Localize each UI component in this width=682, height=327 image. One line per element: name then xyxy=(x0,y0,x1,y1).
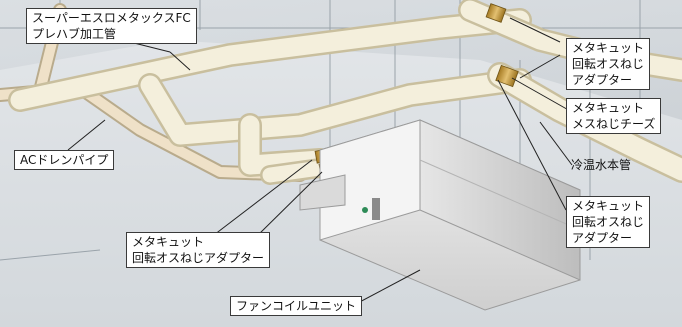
label-adapter-top-line1: メタキュット xyxy=(572,41,645,55)
label-fan-coil-line1: ファンコイルユニット xyxy=(236,299,357,313)
label-adapter-bottom-line2: 回転オスねじアダプター xyxy=(132,251,265,265)
label-adapter-right-line3: アダプター xyxy=(572,231,633,245)
label-tee: メタキュット メスねじチーズ xyxy=(566,98,662,134)
label-main-pipe: 冷温水本管 xyxy=(566,156,636,174)
label-adapter-bottom-line1: メタキュット xyxy=(132,235,205,249)
label-fan-coil: ファンコイルユニット xyxy=(230,296,363,316)
label-prefab-pipe-line1: スーパーエスロメタックスFC xyxy=(32,11,191,25)
fan-coil-unit xyxy=(299,119,581,311)
label-main-pipe-line1: 冷温水本管 xyxy=(571,158,632,172)
label-ac-drain: ACドレンパイプ xyxy=(14,150,115,170)
label-tee-line1: メタキュット xyxy=(572,101,645,115)
label-adapter-bottom: メタキュット 回転オスねじアダプター xyxy=(126,232,271,268)
label-adapter-right-line1: メタキュット xyxy=(572,199,645,213)
label-adapter-right-line2: 回転オスねじ xyxy=(572,215,645,229)
label-adapter-top-line3: アダプター xyxy=(572,73,633,87)
label-prefab-pipe: スーパーエスロメタックスFC プレハブ加工管 xyxy=(26,8,197,44)
label-adapter-top-line2: 回転オスねじ xyxy=(572,57,645,71)
label-adapter-right: メタキュット 回転オスねじ アダプター xyxy=(566,196,651,248)
label-adapter-top: メタキュット 回転オスねじ アダプター xyxy=(566,38,651,90)
leader-lines xyxy=(67,17,573,306)
label-tee-line2: メスねじチーズ xyxy=(572,117,656,131)
label-ac-drain-line1: ACドレンパイプ xyxy=(20,153,109,167)
label-prefab-pipe-line2: プレハブ加工管 xyxy=(32,27,117,41)
